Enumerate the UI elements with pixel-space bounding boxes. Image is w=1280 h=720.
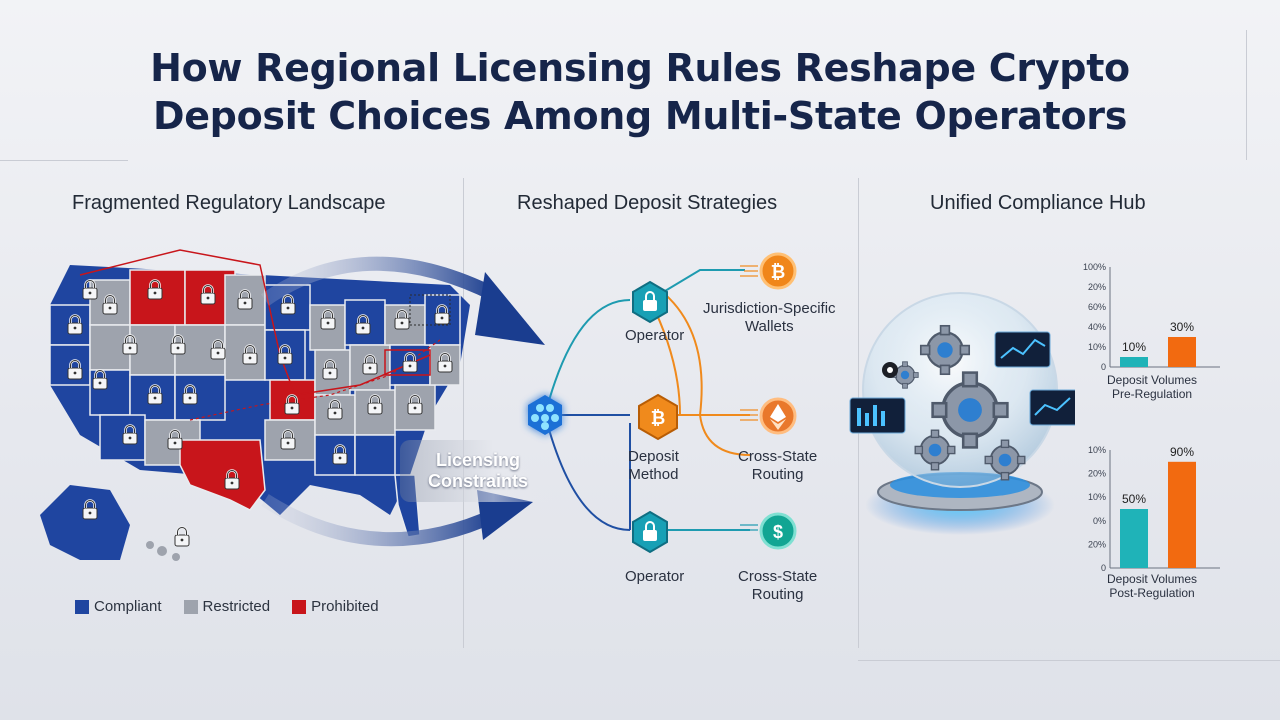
dashboard-screen-right: [1029, 389, 1075, 426]
outcome-wallets-line-1: Jurisdiction-Specific: [703, 300, 836, 317]
dollar-outcome-icon: $: [759, 512, 797, 550]
page-title: How Regional Licensing Rules Reshape Cry…: [0, 44, 1280, 140]
transition-arrows: [260, 256, 545, 547]
map-legend: Compliant Restricted Prohibited: [75, 598, 379, 615]
deposit-flow-diagram: ₿ ₿ $: [528, 252, 797, 554]
deposit-method-node: ₿: [638, 393, 678, 441]
outcome-routing-1-line-1: Cross-State: [738, 448, 818, 465]
bitcoin-outcome-icon: ₿: [759, 252, 797, 290]
chart-1-tick-label: 0%: [1093, 516, 1106, 526]
chart-0-tick-label: 0: [1101, 362, 1106, 372]
constraints-line-1: Licensing: [435, 450, 520, 470]
bottom-right-rule: [858, 660, 1280, 661]
section-heading-middle: Reshaped Deposit Strategies: [517, 192, 778, 214]
chart-0-tick-label: 10%: [1088, 342, 1106, 352]
post-regulation-caption-line-2: Post-Regulation: [1109, 586, 1195, 600]
operator-node-top: [632, 280, 668, 324]
constraints-line-2: Constraints: [427, 471, 528, 491]
chart-1-bar-0: [1120, 509, 1148, 568]
chart-1-tick-label: 0: [1101, 563, 1106, 573]
chart-1-tick-label: 20%: [1088, 539, 1106, 549]
title-line-2: Deposit Choices Among Multi-State Operat…: [152, 94, 1128, 138]
pre-regulation-caption-line-2: Pre-Regulation: [1112, 387, 1193, 401]
operator-node-bottom: [632, 510, 668, 554]
outcome-routing-1-label: Cross-State Routing: [738, 448, 817, 484]
chart-0-tick-label: 40%: [1088, 322, 1106, 332]
outcome-wallets-line-2: Wallets: [744, 318, 794, 335]
chart-0-tick-label: 60%: [1088, 302, 1106, 312]
outcome-routing-2-line-1: Cross-State: [738, 568, 818, 585]
chart-0-tick-label: 20%: [1088, 282, 1106, 292]
top-right-rule: [1246, 30, 1247, 160]
deposit-method-label-line-1: Deposit: [628, 448, 679, 465]
us-map: [40, 249, 470, 561]
speed-lines: [740, 265, 758, 531]
svg-text:₿: ₿: [651, 408, 666, 428]
compliance-hub-illustration: [849, 292, 1075, 535]
hub-node: [528, 395, 562, 435]
legend-compliant-label: Compliant: [94, 598, 162, 615]
pre-regulation-caption: Deposit Volumes Pre-Regulation: [1107, 373, 1197, 401]
post-regulation-bar-chart: 10% 20% 10% 0% 20% 0 50% 90%: [1088, 445, 1220, 573]
outcome-wallets-label: Jurisdiction-Specific Wallets: [703, 300, 836, 336]
post-regulation-caption: Deposit Volumes Post-Regulation: [1107, 572, 1197, 600]
section-heading-right: Unified Compliance Hub: [930, 192, 1146, 214]
chart-1-tick-label: 10%: [1088, 445, 1106, 455]
dashboard-screen-top: [994, 331, 1051, 368]
ethereum-outcome-icon: [759, 397, 797, 435]
deposit-method-node-label: Deposit Method: [628, 448, 679, 484]
divider-left: [463, 178, 464, 648]
licensing-constraints-badge: Licensing Constraints: [400, 440, 556, 502]
legend-compliant: Compliant: [75, 598, 162, 615]
legend-compliant-swatch: [75, 599, 89, 614]
operator-node-top-label: Operator: [625, 327, 685, 344]
outcome-routing-2-label: Cross-State Routing: [738, 568, 817, 604]
chart-0-bar-1: [1168, 337, 1196, 367]
outcome-routing-1-line-2: Routing: [751, 466, 804, 483]
legend-prohibited-swatch: [292, 599, 307, 614]
svg-text:₿: ₿: [771, 262, 786, 282]
outcome-routing-2-line-2: Routing: [751, 586, 804, 603]
legend-prohibited: Prohibited: [292, 598, 379, 615]
chart-1-bar-1: [1168, 461, 1196, 568]
chart-0-bar-label-1: 30%: [1170, 320, 1194, 334]
dashboard-screen-left: [849, 397, 906, 434]
legend-restricted-swatch: [183, 599, 198, 614]
chart-1-bar-label-1: 90%: [1170, 445, 1194, 459]
top-left-rule: [0, 160, 128, 161]
chart-0-tick-label: 100%: [1083, 262, 1106, 272]
post-regulation-caption-line-1: Deposit Volumes: [1107, 572, 1198, 586]
pre-regulation-bar-chart: 100% 20% 60% 40% 10% 0 10% 30%: [1083, 262, 1220, 372]
chart-1-tick-label: 20%: [1088, 469, 1106, 479]
chart-1-tick-label: 10%: [1088, 492, 1106, 502]
chart-0-bar-label-0: 10%: [1122, 340, 1146, 354]
svg-text:$: $: [773, 522, 783, 542]
gear-icon: [882, 362, 898, 378]
section-heading-left: Fragmented Regulatory Landscape: [72, 192, 386, 214]
hawaii-islands: [146, 541, 180, 561]
operator-node-bottom-label: Operator: [625, 568, 685, 585]
legend-prohibited-label: Prohibited: [311, 598, 379, 615]
alaska-shape: [40, 485, 130, 560]
chart-0-bar-0: [1120, 357, 1148, 367]
deposit-method-label-line-2: Method: [628, 466, 679, 483]
pre-regulation-caption-line-1: Deposit Volumes: [1107, 373, 1198, 387]
title-line-1: How Regional Licensing Rules Reshape Cry…: [150, 46, 1130, 90]
legend-restricted-label: Restricted: [202, 598, 271, 615]
chart-1-bar-label-0: 50%: [1122, 492, 1146, 506]
mid-atlantic-dashed-box: [384, 349, 431, 376]
northeast-dashed-box: [409, 294, 451, 326]
legend-restricted: Restricted: [183, 598, 271, 615]
